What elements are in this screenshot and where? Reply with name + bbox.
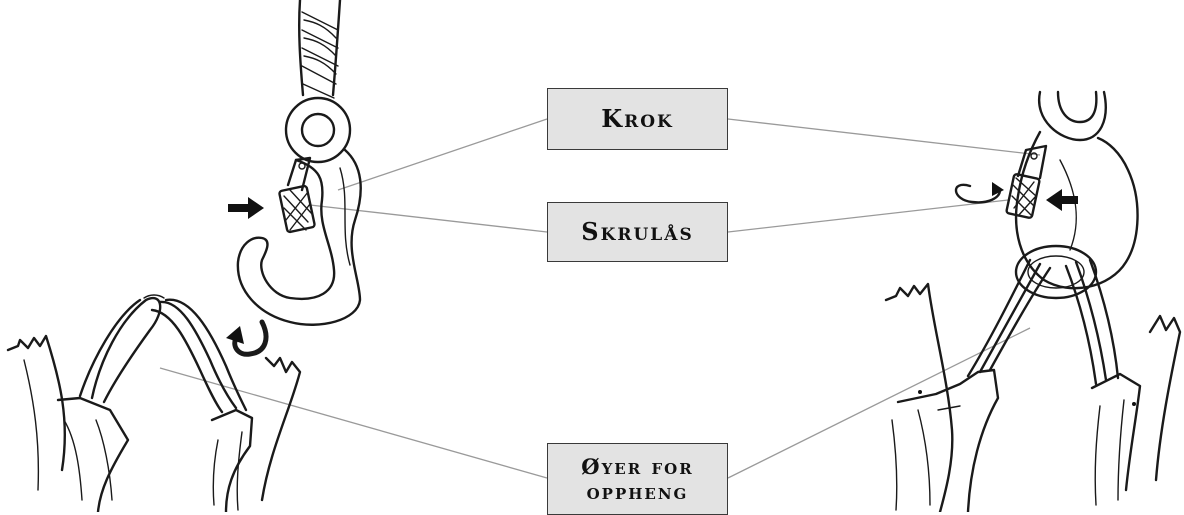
hook-arrow-icon: [226, 319, 269, 357]
leader-krok-left: [337, 118, 548, 191]
label-skrulas-text: Skrulås: [581, 216, 694, 246]
label-krok-text: Krok: [601, 103, 674, 133]
leader-skrulas-right: [727, 199, 1009, 233]
label-oyer-line2: oppheng: [586, 479, 689, 504]
label-oyer-text: Øyer for oppheng: [581, 454, 693, 504]
leader-lines: [159, 118, 1041, 479]
left-hook: [236, 96, 362, 326]
right-arrow-icon: [228, 197, 264, 219]
left-arrow-icon: [1046, 189, 1078, 211]
left-bag: [6, 294, 302, 512]
label-krok: Krok: [547, 88, 728, 150]
left-rope: [297, 0, 342, 99]
label-oyer-line1: Øyer for: [581, 453, 694, 479]
leader-krok-right: [727, 118, 1041, 156]
label-skrulas: Skrulås: [547, 202, 728, 262]
rotate-arrow-icon: [954, 182, 1004, 204]
leader-oyer-left: [159, 367, 548, 479]
right-bag: [884, 258, 1182, 512]
leader-oyer-right: [727, 327, 1031, 479]
label-oyer-for-oppheng: Øyer for oppheng: [547, 443, 728, 515]
leader-skrulas-left: [309, 204, 548, 233]
